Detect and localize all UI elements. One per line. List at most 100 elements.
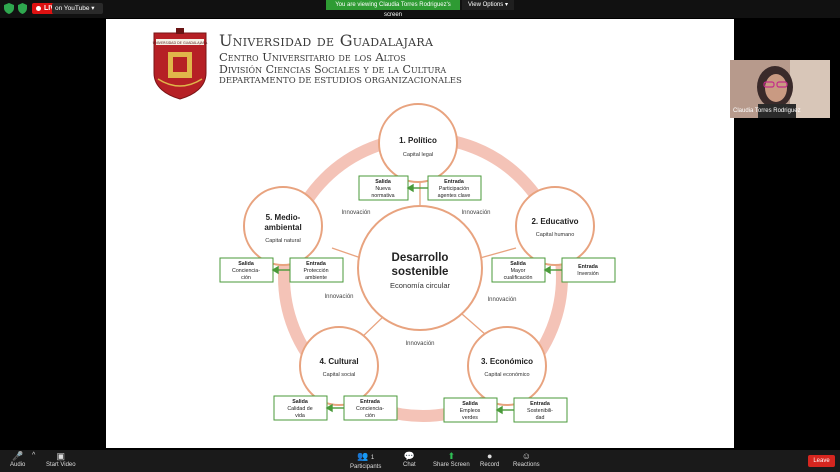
box-label: Entrada	[530, 401, 550, 407]
slide-centro: Centro Universitario de los Altos	[219, 50, 406, 64]
slide-departamento: DEPARTAMENTO DE ESTUDIOS ORGANIZACIONALE…	[219, 76, 462, 86]
innovation-label: Innovación	[324, 294, 353, 300]
record-icon: ●	[486, 451, 493, 461]
salida-box-educativo	[491, 257, 546, 283]
participant-count: 1	[370, 455, 375, 461]
node-medioambiental: 5. Medio- ambiental Capital natural	[243, 186, 323, 266]
innovation-label: Innovación	[341, 210, 370, 216]
box-text: ción	[365, 413, 375, 419]
box-text: dad	[536, 415, 545, 421]
chat-label: Chat	[403, 462, 416, 468]
innovation-label: Innovación	[405, 341, 434, 347]
node-title: 2. Educativo	[531, 217, 578, 226]
box-label: Salida	[292, 399, 308, 405]
audio-options-chevron-icon[interactable]: ^	[32, 452, 36, 459]
chat-icon: 💬	[403, 451, 415, 461]
box-label: Entrada	[360, 399, 380, 405]
seal-text: UNIVERSIDAD DE GUADALAJARA	[153, 41, 208, 45]
entrada-box-educativo	[561, 257, 616, 283]
box-label: Salida	[510, 261, 526, 267]
box-label: Salida	[375, 179, 391, 185]
share-screen-icon: ⬆	[447, 451, 456, 461]
video-camera-icon: ▣	[56, 451, 66, 461]
reactions-button[interactable]: ☺Reactions	[513, 451, 540, 468]
center-subtitle: Economía circular	[390, 281, 451, 290]
encryption-icon[interactable]	[18, 3, 27, 14]
box-text: Inversión	[577, 271, 599, 277]
node-subtitle: Capital económico	[484, 372, 529, 378]
entrada-box-politico	[427, 175, 482, 201]
participants-button[interactable]: 👥 1 Participants	[350, 451, 381, 470]
node-economico: 3. Económico Capital económico	[467, 326, 547, 406]
box-text: vida	[295, 413, 305, 419]
node-educativo: 2. Educativo Capital humano	[515, 186, 595, 266]
participant-video-thumbnail[interactable]	[730, 60, 830, 118]
stream-target-dropdown[interactable]: on YouTube ▾	[52, 3, 103, 14]
shared-slide: UNIVERSIDAD DE GUADALAJARA Innovación In…	[106, 19, 734, 448]
entrada-box-economico	[513, 397, 568, 423]
node-cultural: 4. Cultural Capital social	[299, 326, 379, 406]
box-label: Entrada	[444, 179, 464, 185]
center-title-line-1: Desarrollo	[392, 252, 449, 264]
box-text: Calidad de	[287, 406, 312, 412]
slide-canvas: UNIVERSIDAD DE GUADALAJARA Innovación In…	[153, 28, 616, 423]
box-label: Salida	[238, 261, 254, 267]
viewing-banner: You are viewing Claudia Torres Rodriguez…	[326, 0, 460, 18]
view-options-button[interactable]: View Options ▾	[462, 0, 514, 10]
node-subtitle: Capital natural	[265, 238, 300, 244]
box-text: Mayor	[511, 268, 526, 274]
node-subtitle: Capital humano	[536, 232, 575, 238]
connector-lines	[331, 182, 517, 340]
node-title-line-1: 5. Medio-	[266, 213, 301, 222]
leave-button[interactable]: Leave	[808, 455, 835, 467]
flow-arrows	[271, 183, 562, 415]
participants-label: Participants	[350, 464, 382, 470]
chevron-down-icon: ▾	[91, 5, 95, 12]
box-text: Conciencia-	[356, 406, 384, 412]
node-title-line-2: ambiental	[264, 223, 301, 232]
reactions-icon: ☺	[521, 451, 531, 461]
audio-label: Audio	[10, 462, 26, 468]
university-seal-logo: UNIVERSIDAD DE GUADALAJARA	[153, 28, 208, 100]
chevron-down-icon: ▾	[504, 2, 508, 8]
box-label: Entrada	[578, 264, 598, 270]
salida-box-economico	[443, 397, 498, 423]
box-text: normativa	[371, 193, 394, 199]
box-text: Empleos	[460, 408, 481, 414]
node-subtitle: Capital social	[323, 372, 356, 378]
center-node-desarrollo-sostenible: Desarrollo sostenible Economía circular	[357, 205, 483, 331]
box-text: ción	[241, 275, 251, 281]
security-shield-icon[interactable]	[4, 3, 14, 14]
reactions-label: Reactions	[513, 462, 540, 468]
salida-box-politico	[358, 175, 409, 201]
chat-button[interactable]: 💬Chat	[403, 451, 416, 468]
node-title: 3. Económico	[481, 357, 533, 366]
box-label: Salida	[462, 401, 478, 407]
box-text: Nueva	[375, 186, 390, 192]
record-label: Record	[480, 462, 500, 468]
box-text: ambiente	[305, 275, 327, 281]
participants-icon: 👥 1	[357, 451, 375, 461]
innovation-label: Innovación	[461, 210, 490, 216]
share-screen-label: Share Screen	[433, 462, 470, 468]
stream-target-label: on YouTube	[55, 5, 90, 12]
participant-name-label: Claudia Torres Rodriguez	[733, 108, 801, 114]
box-text: verdes	[462, 415, 478, 421]
start-video-button[interactable]: ▣Start Video	[46, 451, 76, 468]
innovation-label: Innovación	[487, 297, 516, 303]
microphone-icon: 🎤	[12, 451, 24, 461]
start-video-label: Start Video	[46, 462, 76, 468]
share-screen-button[interactable]: ⬆Share Screen	[433, 451, 470, 468]
box-text: agentes clave	[438, 193, 471, 199]
record-button[interactable]: ●Record	[480, 451, 499, 468]
node-subtitle: Capital legal	[403, 152, 433, 158]
audio-button[interactable]: 🎤Audio	[10, 451, 25, 468]
salida-box-cultural	[273, 395, 328, 421]
view-options-label: View Options	[468, 2, 504, 8]
slide-division: División Ciencias Sociales y de la Cultu…	[219, 63, 447, 76]
box-text: Concienciа-	[232, 268, 260, 274]
center-title-line-2: sostenible	[392, 266, 449, 278]
box-text: Sostenibili-	[527, 408, 553, 414]
meeting-toolbar	[0, 450, 840, 472]
live-badge[interactable]: LIVE	[32, 3, 64, 14]
